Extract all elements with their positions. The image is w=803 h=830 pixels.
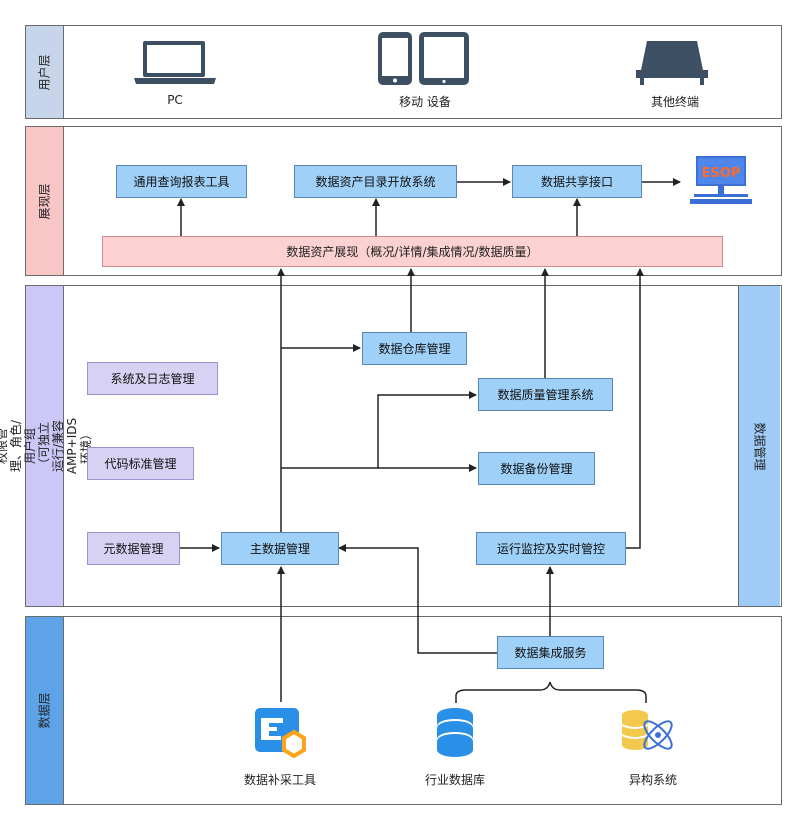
esop-text: ESOP: [702, 166, 741, 181]
report-tool-box[interactable]: 通用查询报表工具: [116, 165, 247, 198]
collection-tool-icon: [253, 706, 309, 758]
user-layer-tab: 用户层: [26, 26, 64, 118]
asset-display-label: 数据资产展现（概况/详情/集成情况/数据质量）: [286, 245, 539, 259]
phone-icon: [377, 31, 413, 86]
share-interface-box[interactable]: 数据共享接口: [512, 165, 642, 198]
system-log-box[interactable]: 系统及日志管理: [87, 362, 218, 395]
data-layer: 数据层: [25, 616, 782, 805]
collection-tool-label: 数据补采工具: [243, 773, 316, 787]
warehouse-box[interactable]: 数据仓库管理: [362, 332, 467, 365]
asset-display-bar[interactable]: 数据资产展现（概况/详情/集成情况/数据质量）: [102, 236, 723, 267]
data-layer-tab: 数据层: [26, 617, 64, 804]
catalog-system-box[interactable]: 数据资产目录开放系统: [294, 165, 457, 198]
tablet-icon: [418, 31, 470, 86]
backup-box[interactable]: 数据备份管理: [478, 452, 595, 485]
integration-service-box[interactable]: 数据集成服务: [497, 636, 604, 669]
master-data-box[interactable]: 主数据管理: [221, 532, 339, 565]
heterogeneous-label: 异构系统: [628, 773, 677, 787]
device-other-label: 其他终端: [650, 95, 699, 109]
data-management-tab: 数据管理: [738, 286, 780, 606]
laptop-icon: [130, 40, 220, 85]
industry-db-label: 行业数据库: [424, 773, 485, 787]
governance-layer-tab: 权限管理、角色/用户组（可独立运行/兼容AMP+IDS环境）: [0, 286, 94, 606]
esop-monitor-icon: ESOP: [688, 155, 754, 207]
terminal-icon: [633, 40, 711, 86]
device-mobile-label: 移动 设备: [399, 95, 451, 109]
code-standard-box[interactable]: 代码标准管理: [87, 447, 194, 480]
presentation-layer-tab: 展现层: [26, 127, 64, 275]
metadata-box[interactable]: 元数据管理: [87, 532, 180, 565]
heterogeneous-icon: [620, 707, 678, 759]
database-icon: [435, 707, 475, 759]
device-pc-label: PC: [167, 93, 183, 107]
quality-system-box[interactable]: 数据质量管理系统: [478, 378, 613, 411]
monitoring-box[interactable]: 运行监控及实时管控: [476, 532, 626, 565]
